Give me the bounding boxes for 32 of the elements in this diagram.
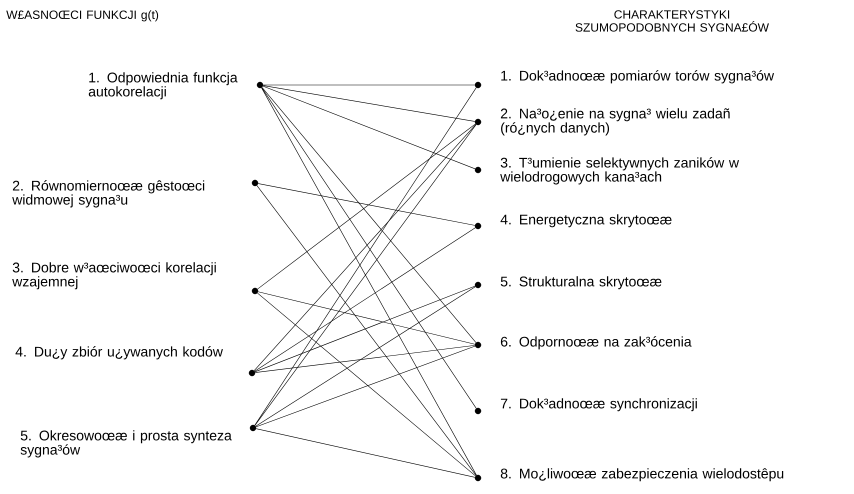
- connector-line: [257, 124, 476, 290]
- item-text: 6. Odpornoœæ na zak³ócenia: [500, 336, 692, 350]
- connector-line: [256, 346, 476, 428]
- item-text: 1. Odpowiednia funkcja autokorelacji: [88, 72, 238, 100]
- connector-line: [257, 292, 476, 476]
- item-text: 5. Strukturalna skrytoœæ: [500, 276, 662, 290]
- connector-line: [254, 286, 476, 372]
- item-text: 8. Mo¿liwoœæ zabezpieczenia wielodostêpu: [500, 468, 784, 482]
- connector-line: [261, 88, 477, 476]
- connector-line: [262, 85, 476, 122]
- column-heading: W£ASNOŒCI FUNKCJI g(t): [6, 10, 158, 22]
- connector-line: [254, 345, 476, 373]
- connector-line: [262, 84, 476, 86]
- item-text: 3. T³umienie selektywnych zaników w wielodrogowych kana³ach: [500, 157, 740, 184]
- item-text: 1. Dok³adnoœæ pomiarów torów sygna³ów: [501, 70, 774, 84]
- item-text: 7. Dok³adnoœæ synchronizacji: [500, 398, 697, 412]
- connector-line: [254, 227, 476, 372]
- connector-line: [262, 86, 476, 170]
- connector-line: [256, 185, 476, 476]
- connector-line: [256, 428, 476, 478]
- item-text: 2. Równomiernoœæ gêstoœci widmowej sygna³u: [12, 180, 204, 208]
- item-text: 2. Na³o¿enie na sygna³ wielu zadañ (ró¿nych danych): [500, 108, 730, 136]
- item-text: 4. Du¿y zbiór u¿ywanych kodów: [16, 346, 223, 360]
- column-heading: CHARAKTERYSTYKI SZUMOPODOBNYCH SYGNA£ÓW: [576, 10, 769, 32]
- connector-line: [258, 183, 476, 226]
- item-text: 4. Energetyczna skrytoœæ: [500, 214, 672, 228]
- connector-line: [258, 291, 476, 345]
- connector-line: [254, 124, 476, 371]
- connector-line: [262, 87, 476, 343]
- connector-line: [255, 286, 476, 427]
- item-text: 5. Okresowoœæ i prosta synteza sygna³ów: [20, 430, 232, 458]
- item-text: 3. Dobre w³aœciwoœci korelacji wzajemnej: [12, 262, 216, 290]
